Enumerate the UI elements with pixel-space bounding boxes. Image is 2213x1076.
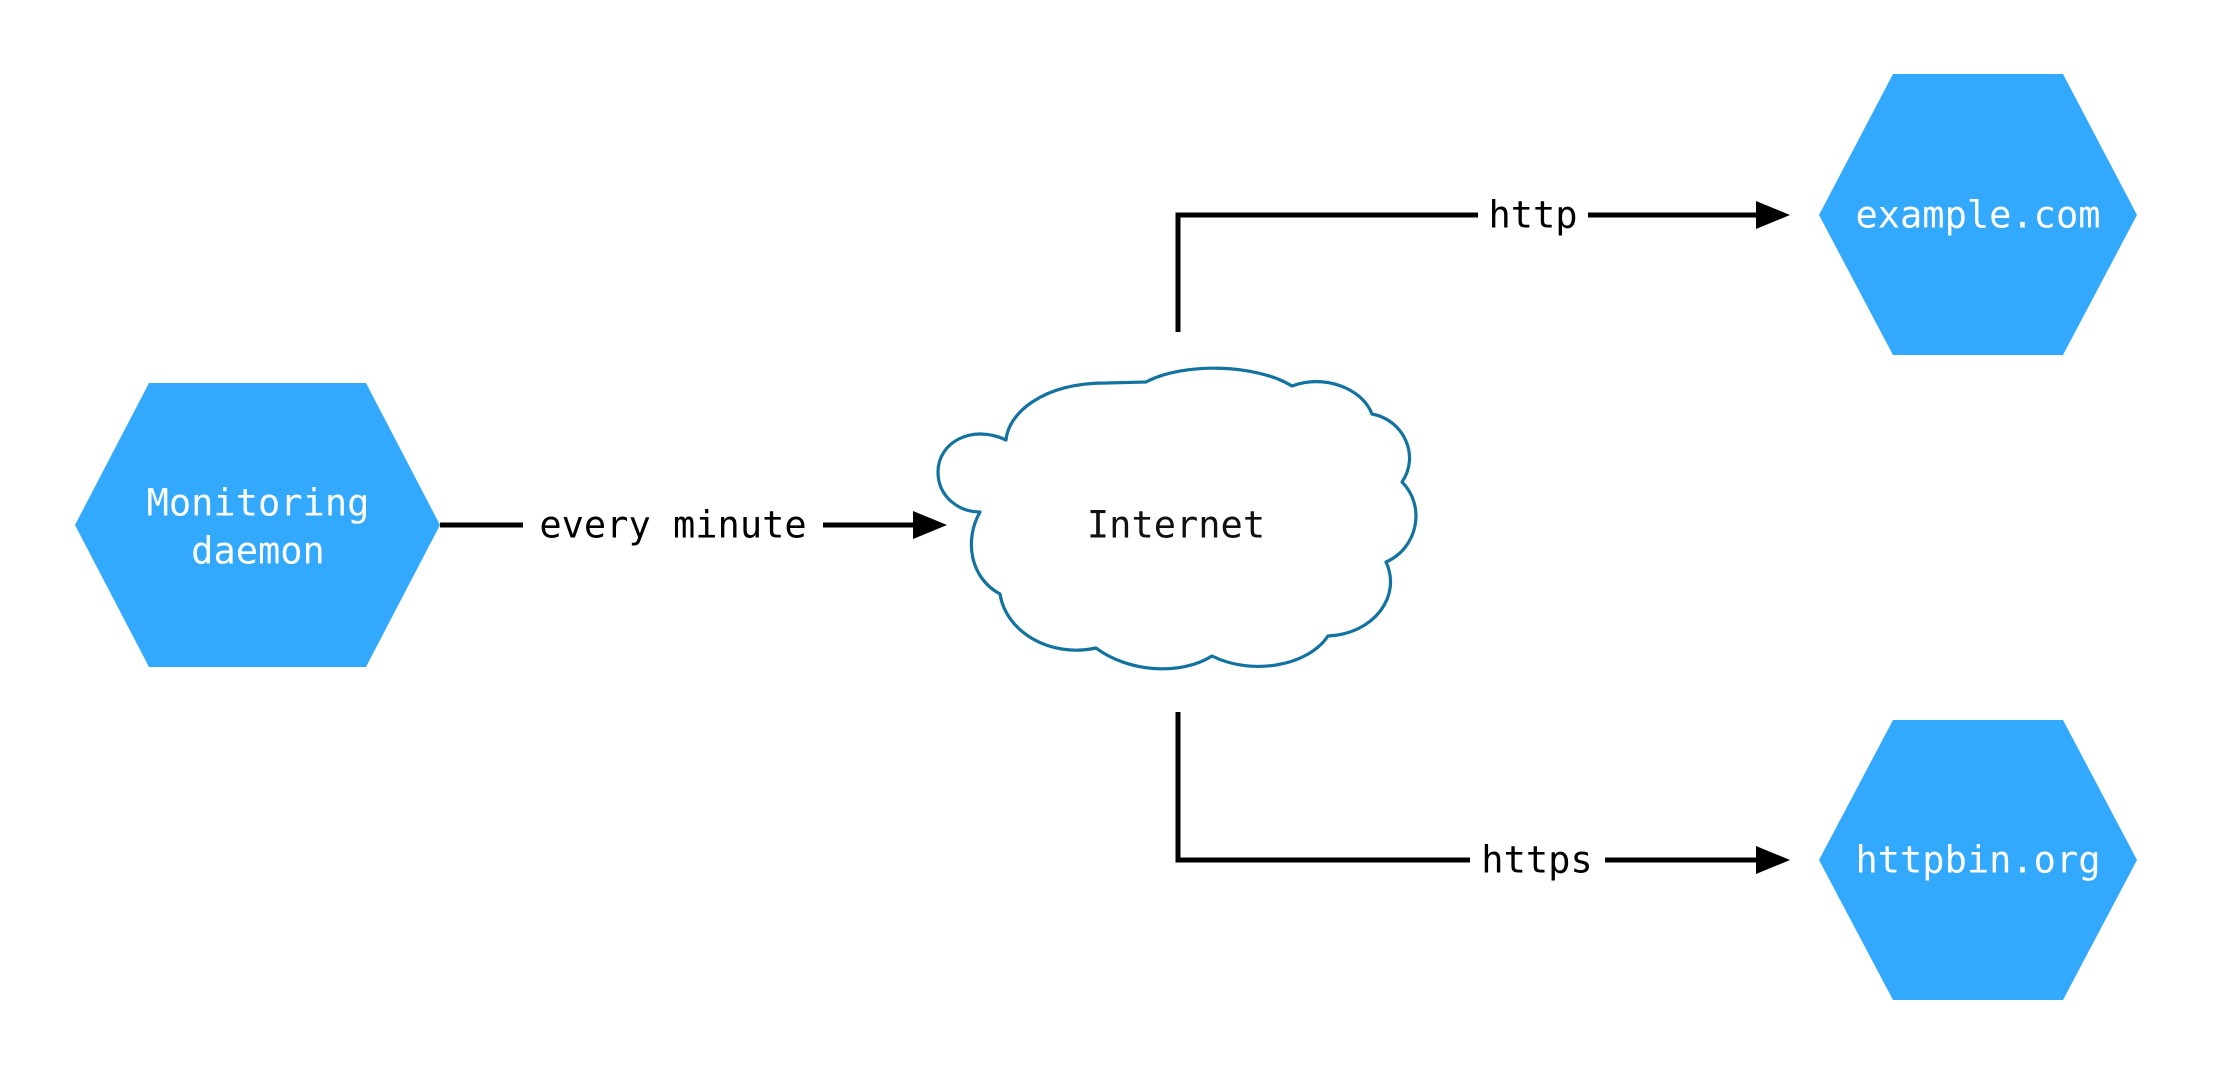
edge-label-backdrop-http — [1478, 190, 1588, 240]
edge-internet-to-example[interactable]: http — [1175, 190, 1790, 332]
node-label-httpbin-org: httpbin.org — [1855, 839, 2100, 882]
hexagon-shape-example-com — [1819, 74, 2137, 355]
edge-label-every-minute: every minute — [539, 504, 806, 547]
node-monitoring-daemon[interactable]: Monitoring daemon — [75, 383, 440, 667]
arrowhead-every-minute — [913, 511, 947, 539]
node-httpbin-org[interactable]: httpbin.org — [1819, 720, 2137, 1000]
edge-daemon-to-internet[interactable]: every minute — [440, 500, 947, 550]
node-label-example-com: example.com — [1855, 194, 2100, 237]
cloud-shape-internet — [936, 366, 1418, 671]
node-example-com[interactable]: example.com — [1819, 74, 2137, 355]
node-label-monitoring-daemon-line2: daemon — [191, 530, 325, 573]
node-internet[interactable]: Internet — [936, 366, 1418, 671]
hexagon-shape-monitoring-daemon — [75, 383, 440, 667]
hexagon-shape-httpbin-org — [1819, 720, 2137, 1000]
edge-label-backdrop-every-minute — [523, 500, 823, 550]
edge-internet-to-httpbin[interactable]: https — [1175, 712, 1790, 885]
edge-line-http — [1175, 212, 1762, 332]
edge-label-backdrop-https — [1470, 835, 1605, 885]
edge-label-http: http — [1488, 194, 1577, 237]
arrowhead-https — [1756, 846, 1790, 874]
arrowhead-http — [1756, 201, 1790, 229]
edge-label-https: https — [1481, 839, 1592, 882]
node-label-internet: Internet — [1087, 504, 1265, 547]
node-label-monitoring-daemon-line1: Monitoring — [147, 482, 370, 525]
